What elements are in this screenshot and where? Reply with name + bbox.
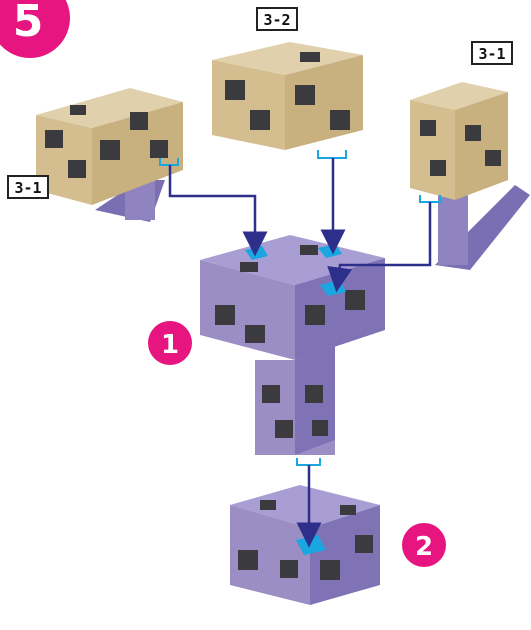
label-3-1-left: 3-1 (7, 175, 49, 199)
main-purple-assembly (200, 235, 385, 455)
top-right-beige-block (410, 82, 530, 270)
step-number: 5 (13, 0, 44, 47)
step-badge: 5 (0, 0, 70, 58)
badge-2: 2 (402, 523, 446, 567)
badge-1-number: 1 (161, 330, 179, 360)
arrow-right-block (327, 202, 432, 293)
label-3-1-right-text: 3-1 (478, 45, 505, 63)
assembly-arrows (168, 158, 432, 548)
top-center-beige-block (212, 42, 363, 150)
badge-2-number: 2 (415, 532, 433, 562)
arrow-left-block (168, 165, 268, 257)
label-3-1-right: 3-1 (471, 41, 513, 65)
top-left-beige-block (36, 88, 183, 222)
base-purple-block (230, 485, 380, 605)
badge-1: 1 (148, 321, 192, 365)
label-3-1-left-text: 3-1 (14, 179, 41, 197)
label-3-2-text: 3-2 (263, 11, 290, 29)
label-3-2: 3-2 (256, 7, 298, 31)
